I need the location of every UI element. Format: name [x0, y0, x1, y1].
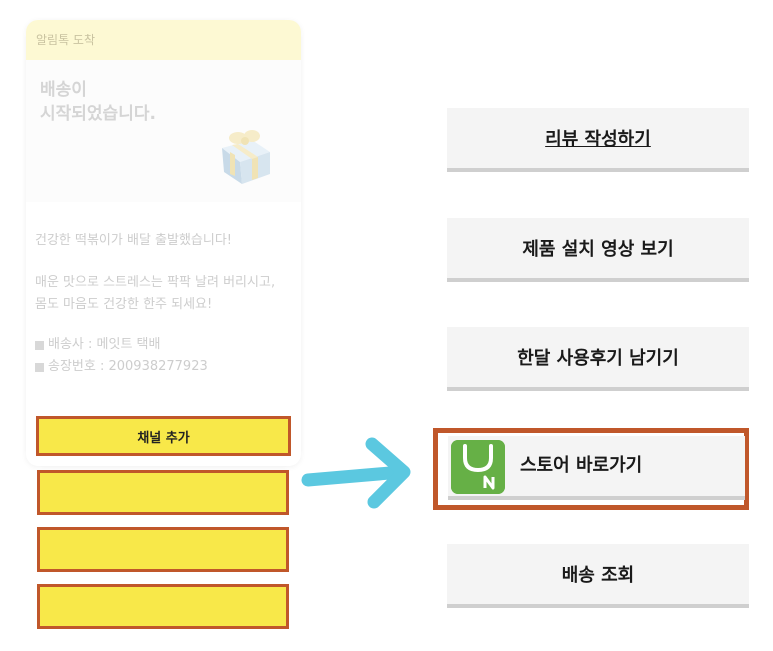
courier-text: 배송사 : 메잇트 택배: [48, 337, 161, 352]
card-hero: 배송이 시작되었습니다.: [26, 60, 301, 202]
bullet-square-icon: [35, 340, 44, 350]
hero-title-line1: 배송이: [40, 80, 87, 100]
blank-button-3[interactable]: [37, 584, 289, 629]
monthly-review-button[interactable]: 한달 사용후기 남기기: [447, 327, 749, 391]
body-line-2: 매운 맛으로 스트레스는 팍팍 날려 버리시고,: [35, 275, 276, 290]
hero-title: 배송이 시작되었습니다.: [40, 78, 156, 126]
blank-button-1[interactable]: [37, 470, 289, 515]
tracking-line: 송장번호 : 200938277923: [35, 356, 292, 378]
track-shipping-label: 배송 조회: [561, 565, 635, 586]
install-video-label: 제품 설치 영상 보기: [522, 239, 674, 260]
body-line-3: 몸도 마음도 건강한 한주 되세요!: [35, 297, 213, 312]
store-label: 스토어 바로가기: [520, 455, 643, 476]
gift-box-icon: [222, 130, 270, 184]
bullet-square-icon: [35, 362, 44, 372]
tracking-text: 송장번호 : 200938277923: [48, 359, 208, 374]
hero-title-line2: 시작되었습니다.: [40, 104, 156, 124]
right-arrow-icon: [301, 437, 411, 509]
card-header: 알림톡 도착: [26, 20, 301, 60]
alimtalk-card: 알림톡 도착 배송이 시작되었습니다. 건강한 떡볶이가 배달 출발했습니다! …: [26, 20, 301, 466]
add-channel-button[interactable]: 채널 추가: [36, 416, 291, 456]
blank-button-2[interactable]: [37, 527, 289, 572]
card-body: 건강한 떡볶이가 배달 출발했습니다! 매운 맛으로 스트레스는 팍팍 날려 버…: [26, 202, 301, 378]
store-button[interactable]: 스토어 바로가기: [448, 436, 745, 500]
write-review-label: 리뷰 작성하기: [545, 129, 651, 150]
body-line-1: 건강한 떡볶이가 배달 출발했습니다!: [35, 233, 233, 248]
install-video-button[interactable]: 제품 설치 영상 보기: [447, 218, 749, 282]
monthly-review-label: 한달 사용후기 남기기: [517, 348, 679, 369]
add-channel-label: 채널 추가: [137, 430, 190, 446]
naver-store-icon: [451, 440, 505, 494]
store-highlight-box: 스토어 바로가기: [433, 428, 749, 510]
courier-line: 배송사 : 메잇트 택배: [35, 334, 292, 356]
write-review-button[interactable]: 리뷰 작성하기: [447, 108, 749, 172]
track-shipping-button[interactable]: 배송 조회: [447, 544, 749, 608]
